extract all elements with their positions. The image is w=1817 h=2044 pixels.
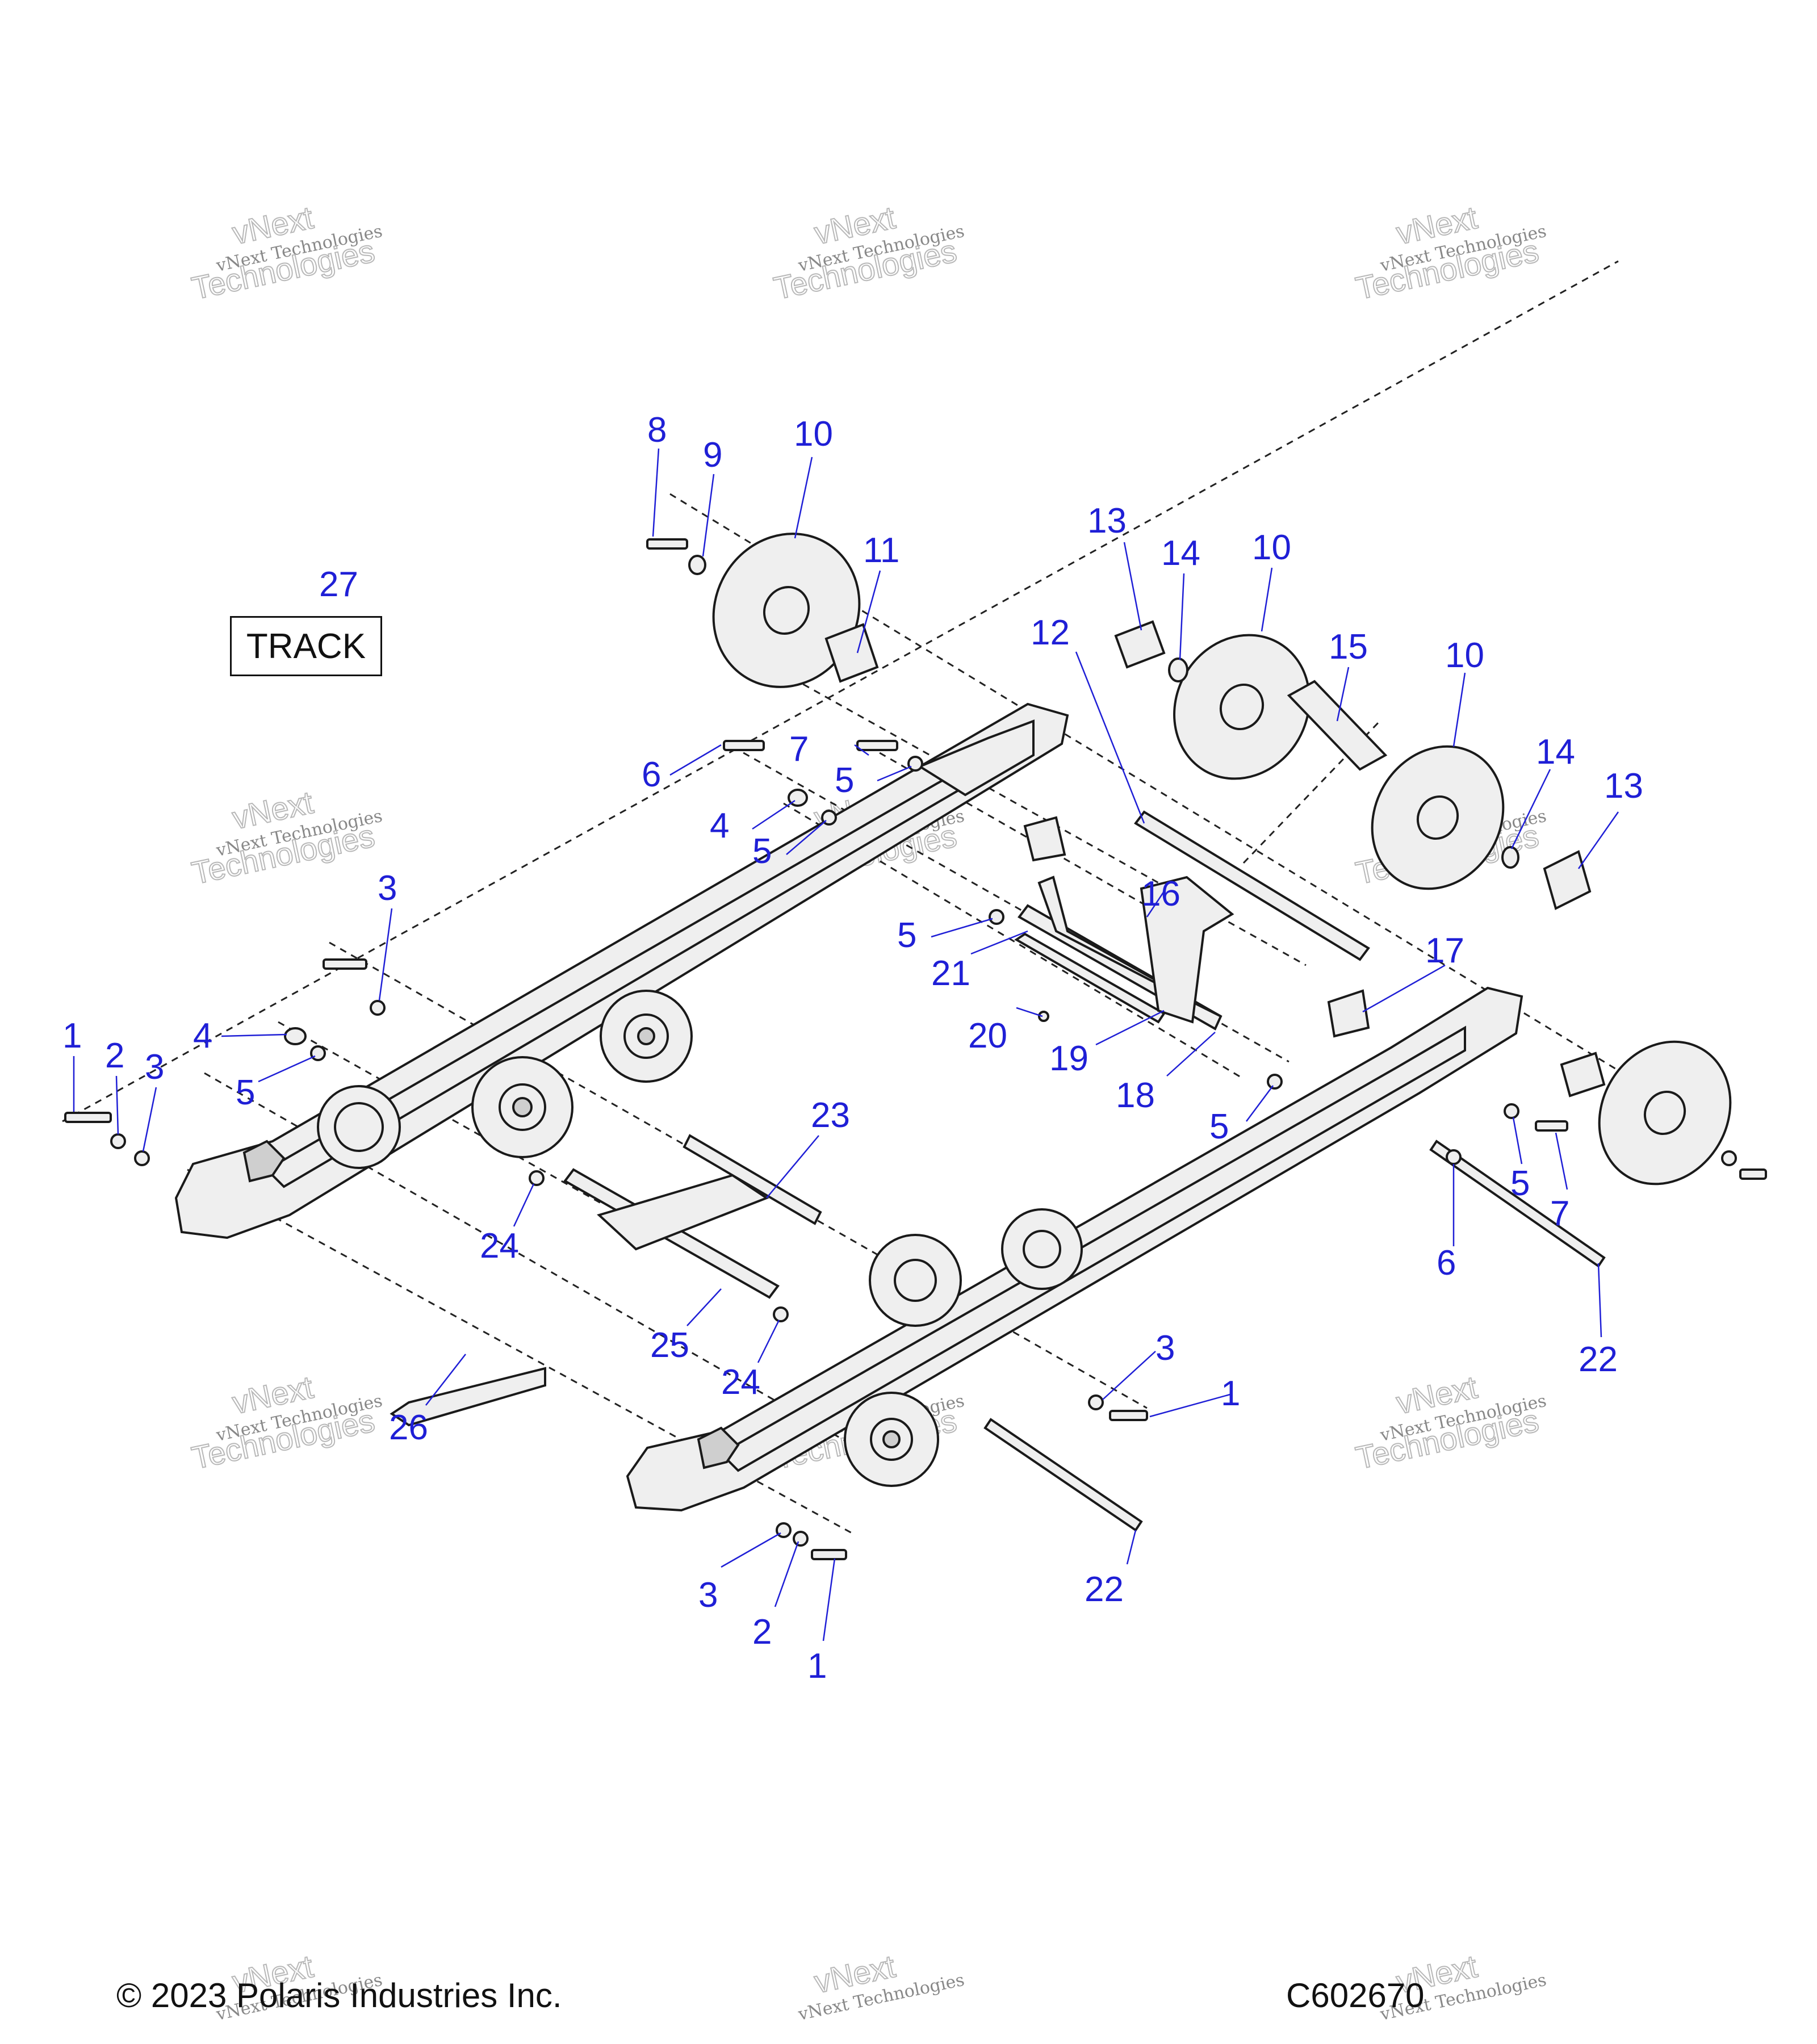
callout-1: 1 [1221, 1374, 1240, 1413]
watermark: vNext vNext Technologies [796, 1947, 966, 2025]
callout-2: 2 [752, 1612, 772, 1652]
callout-14: 14 [1161, 534, 1200, 573]
callout-19: 19 [1049, 1039, 1088, 1078]
spacer-11 [824, 623, 879, 683]
right-rail [626, 986, 1523, 1512]
watermark: vNext vNext Technologies Technologies [1352, 199, 1548, 307]
callout-22: 22 [1085, 1570, 1124, 1609]
callout-6: 6 [642, 755, 661, 794]
callout-1: 1 [62, 1016, 82, 1055]
callout-8: 8 [647, 411, 667, 450]
upper-idler-wheels [712, 533, 1732, 1186]
callout-3: 3 [378, 869, 397, 908]
watermark: vNext vNext Technologies Technologies [770, 199, 966, 307]
callout-10: 10 [1445, 636, 1484, 675]
callout-18: 18 [1116, 1076, 1155, 1115]
callout-5: 5 [1209, 1107, 1229, 1146]
callout-13: 13 [1604, 767, 1643, 806]
diagram-code: C602670 [1286, 1976, 1425, 2014]
callout-15: 15 [1329, 627, 1368, 667]
spacer-13b [1543, 850, 1592, 910]
spacers [824, 620, 1606, 1098]
callout-12: 12 [1031, 613, 1070, 652]
watermark: vNext vNext Technologies Technologies [188, 199, 384, 307]
callout-24: 24 [480, 1226, 519, 1266]
track-label-box: TRACK [230, 616, 382, 676]
callout-27: 27 [319, 565, 358, 604]
callout-13: 13 [1087, 501, 1127, 541]
callout-3: 3 [145, 1048, 164, 1087]
callout-23: 23 [811, 1096, 850, 1135]
callout-5: 5 [1510, 1164, 1530, 1203]
spacer-15 [1287, 680, 1388, 771]
bolt-22b [983, 1418, 1143, 1532]
shafts [390, 810, 1606, 1532]
spacer-17 [1327, 989, 1370, 1038]
callout-10: 10 [1252, 528, 1291, 567]
callout-7: 7 [789, 730, 809, 769]
bolt-22a [1429, 1140, 1606, 1268]
spacer-13a [1114, 620, 1166, 669]
callout-7: 7 [1550, 1194, 1569, 1233]
callout-5: 5 [236, 1073, 255, 1112]
callout-17: 17 [1425, 931, 1464, 970]
callout-4: 4 [193, 1016, 212, 1055]
watermark: vNext vNext Technologies Technologies [188, 1368, 384, 1476]
callout-14: 14 [1536, 732, 1575, 772]
callout-1: 1 [807, 1647, 827, 1686]
assembly-axes [62, 260, 1670, 1534]
watermark: vNext vNext Technologies Technologies [1352, 1368, 1548, 1476]
fasteners [64, 538, 1767, 1560]
callout-5: 5 [897, 916, 916, 955]
leader-lines [73, 448, 1619, 1641]
callout-11: 11 [863, 531, 899, 570]
callout-2: 2 [105, 1036, 124, 1075]
arm-16 [1037, 876, 1221, 1017]
track-label: TRACK [246, 626, 366, 666]
callout-4: 4 [710, 806, 729, 845]
callout-9: 9 [703, 435, 722, 475]
callout-26: 26 [389, 1408, 428, 1447]
callout-21: 21 [931, 954, 970, 993]
callout-5: 5 [752, 832, 772, 871]
callout-10: 10 [794, 414, 833, 454]
callout-24: 24 [721, 1363, 760, 1402]
callout-16: 16 [1141, 874, 1180, 914]
left-rail [174, 702, 1069, 1239]
callout-22: 22 [1579, 1340, 1618, 1379]
copyright-text: © 2023 Polaris Industries Inc. [116, 1976, 562, 2014]
callout-3: 3 [698, 1576, 718, 1615]
shaft-26 [390, 1367, 546, 1427]
callout-5: 5 [835, 761, 854, 800]
watermark: vNext vNext Technologies Technologies [188, 784, 384, 891]
callout-6: 6 [1437, 1243, 1456, 1283]
callouts: 8 9 10 11 27 12 13 14 10 15 10 14 13 6 7… [62, 411, 1643, 1686]
callout-20: 20 [968, 1016, 1007, 1055]
callout-25: 25 [650, 1326, 689, 1365]
callout-3: 3 [1155, 1329, 1175, 1368]
